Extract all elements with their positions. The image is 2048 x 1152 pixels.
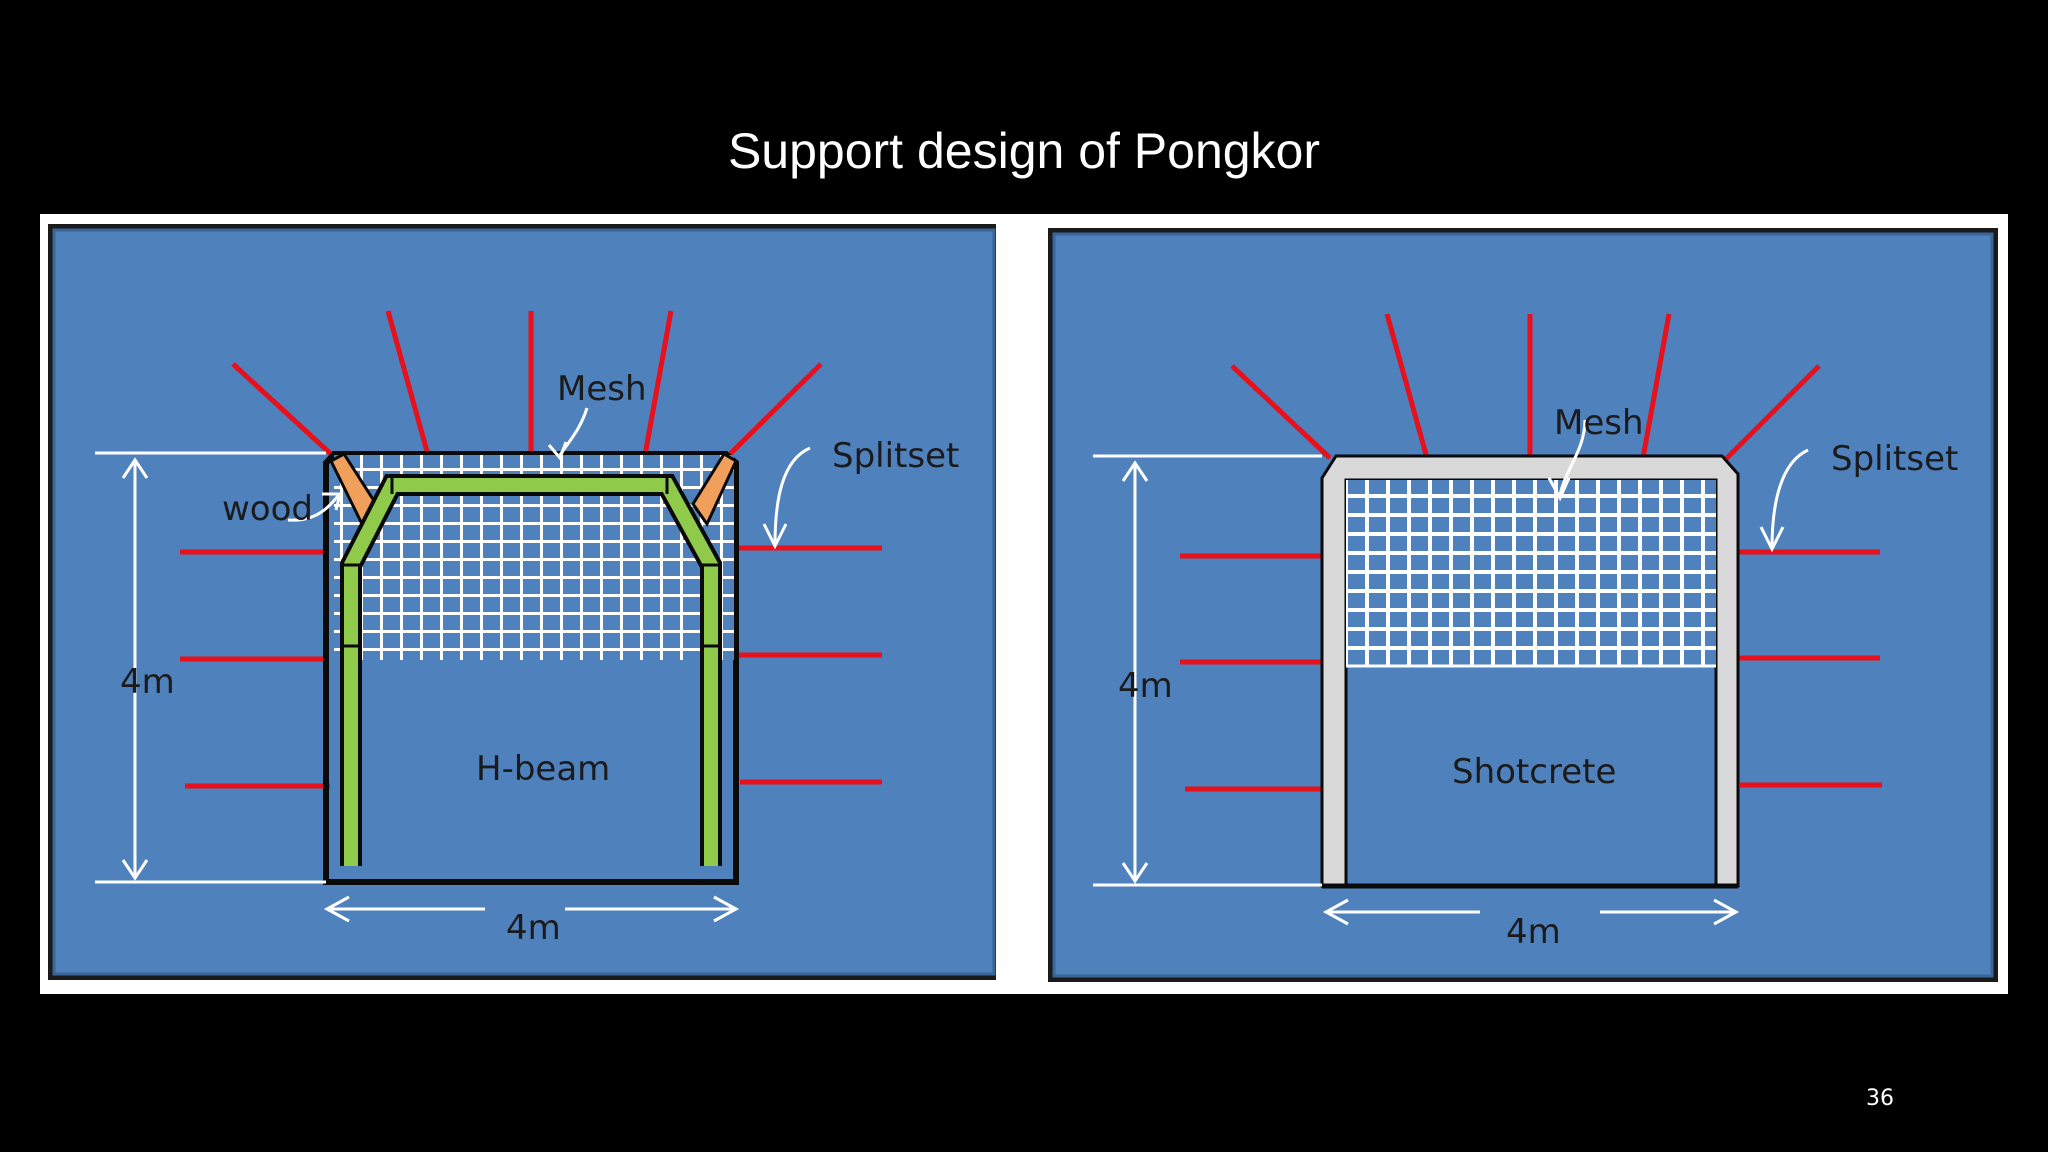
right-height-label: 4m (1118, 666, 1173, 706)
wood-label: wood (222, 489, 313, 529)
left-height-label: 4m (120, 662, 175, 702)
right-annotation-arrows (1547, 419, 1809, 553)
left-panel-bg (52, 228, 996, 976)
right-dimension-lines (1093, 454, 1740, 926)
right-splitset-label: Splitset (1831, 439, 1958, 479)
right-width-label: 4m (1506, 912, 1561, 952)
left-splitset-label: Splitset (832, 436, 959, 476)
left-rock-bolts (180, 310, 882, 789)
h-beam-label: H-beam (476, 749, 610, 789)
shotcrete-label: Shotcrete (1452, 752, 1616, 792)
right-mesh (1346, 480, 1716, 666)
left-panel: Mesh wood Splitset 4m 4m H-beam (48, 224, 996, 980)
left-annotation-arrows (287, 407, 811, 550)
right-panel: Mesh Splitset 4m 4m Shotcrete (1048, 228, 1998, 982)
right-wood-block (691, 451, 738, 528)
page-number: 36 (1866, 1086, 1894, 1111)
right-rock-bolts (1180, 313, 1882, 792)
right-mesh-label: Mesh (1554, 403, 1644, 443)
slide-title: Support design of Pongkor (727, 123, 1321, 179)
left-width-label: 4m (506, 908, 561, 948)
left-dimension-lines (95, 451, 740, 923)
left-mesh-label: Mesh (557, 369, 647, 409)
